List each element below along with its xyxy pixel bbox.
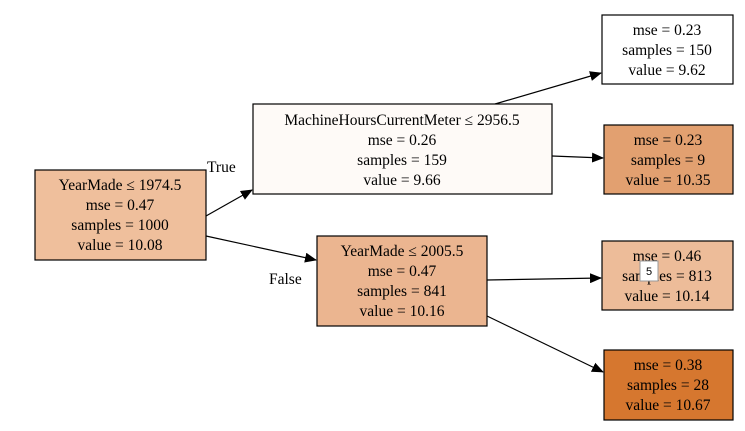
leaf-node-3-line-3: value = 10.14 xyxy=(625,288,710,305)
node-machine-hours: MachineHoursCurrentMeter ≤ 2956.5 mse = … xyxy=(252,103,553,195)
leaf-node-2-line-1: mse = 0.23 xyxy=(634,132,703,149)
hover-tooltip-text: 5 xyxy=(646,266,652,278)
node-root-line-1: YearMade ≤ 1974.5 xyxy=(59,177,182,194)
leaf-node-2-line-3: value = 10.35 xyxy=(626,172,711,189)
node-yearmade-2005-line-3: samples = 841 xyxy=(357,283,447,300)
edges xyxy=(205,71,604,373)
leaf-node-3: mse = 0.46 samples = 813 value = 10.14 xyxy=(601,240,734,311)
edge-yearmade2-to-leaf3 xyxy=(486,273,602,284)
edge-yearmade2-to-leaf4 xyxy=(486,315,604,373)
leaf-node-2-box xyxy=(603,124,734,195)
leaf-node-2-line-2: samples = 9 xyxy=(631,152,705,169)
leaf-node-3-box xyxy=(601,240,734,311)
node-root-box xyxy=(34,169,207,261)
node-root-line-2: mse = 0.47 xyxy=(86,197,155,214)
node-root-line-4: value = 10.08 xyxy=(78,237,163,254)
edge-machine-to-leaf2 xyxy=(551,152,604,163)
hover-tooltip: 5 xyxy=(639,260,659,282)
leaf-node-1-line-3: value = 9.62 xyxy=(628,62,705,79)
node-yearmade-2005-line-1: YearMade ≤ 2005.5 xyxy=(341,243,464,260)
leaf-node-4: mse = 0.38 samples = 28 value = 10.67 xyxy=(603,349,734,421)
edge-root-to-machine xyxy=(205,189,253,217)
node-yearmade-2005-line-4: value = 10.16 xyxy=(360,303,445,320)
node-machine-hours-line-4: value = 9.66 xyxy=(363,172,440,189)
node-machine-hours-line-1: MachineHoursCurrentMeter ≤ 2956.5 xyxy=(284,112,520,129)
node-machine-hours-box xyxy=(252,103,553,195)
edge-label-false: False xyxy=(269,271,302,288)
leaf-node-1: mse = 0.23 samples = 150 value = 9.62 xyxy=(601,14,734,85)
leaf-node-2: mse = 0.23 samples = 9 value = 10.35 xyxy=(603,124,734,195)
node-yearmade-2005-line-2: mse = 0.47 xyxy=(368,263,437,280)
edge-machine-to-leaf1 xyxy=(494,71,602,105)
leaf-node-1-line-2: samples = 150 xyxy=(622,42,712,59)
leaf-node-1-line-1: mse = 0.23 xyxy=(633,22,702,39)
leaf-node-1-box xyxy=(601,14,734,85)
node-root-line-3: samples = 1000 xyxy=(71,217,169,234)
leaf-node-4-box xyxy=(603,349,734,421)
node-machine-hours-line-3: samples = 159 xyxy=(357,152,447,169)
leaf-node-4-line-2: samples = 28 xyxy=(627,377,709,394)
leaf-node-3-line-2: samples = 813 xyxy=(622,268,712,285)
hover-tooltip-box xyxy=(639,260,659,282)
node-machine-hours-line-2: mse = 0.26 xyxy=(368,132,437,149)
edge-label-true: True xyxy=(207,159,236,176)
leaf-node-4-line-1: mse = 0.38 xyxy=(634,357,703,374)
edge-root-to-yearmade2 xyxy=(205,235,317,263)
node-yearmade-2005-box xyxy=(316,235,488,327)
leaf-node-4-line-3: value = 10.67 xyxy=(626,397,711,414)
node-root: YearMade ≤ 1974.5 mse = 0.47 samples = 1… xyxy=(34,169,207,261)
node-yearmade-2005: YearMade ≤ 2005.5 mse = 0.47 samples = 8… xyxy=(316,235,488,327)
